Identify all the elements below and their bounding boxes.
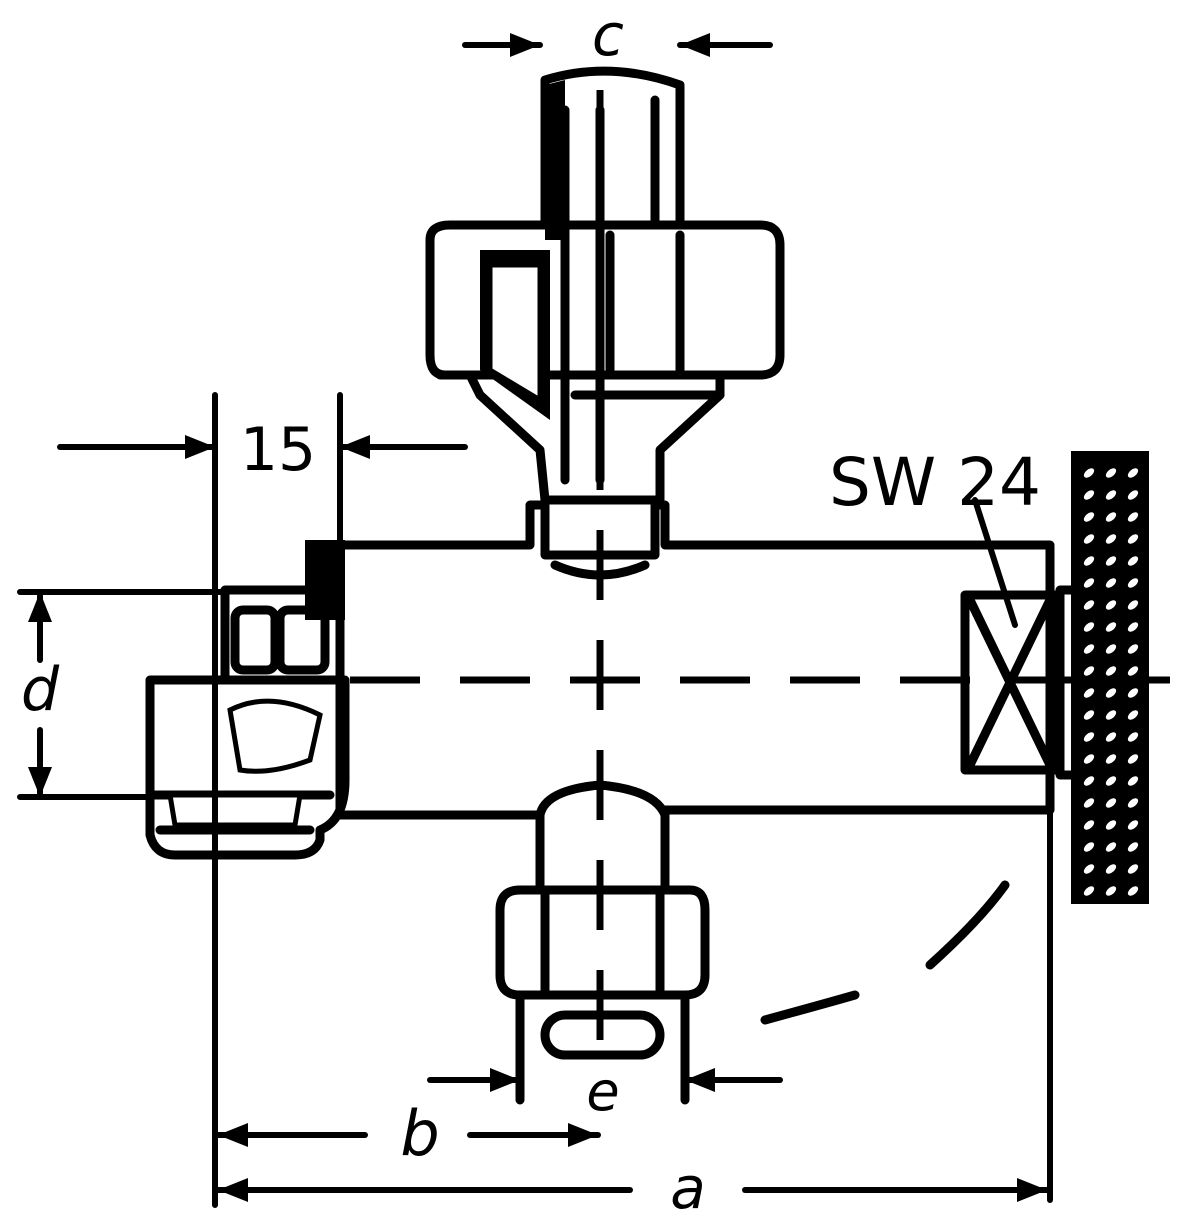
left-fitting [145, 585, 350, 860]
centre-lines [350, 90, 1170, 1050]
dimension-label-c: c [592, 1, 624, 69]
main-body [305, 500, 1055, 820]
dimension-label-15: 15 [240, 415, 316, 485]
dimension-lines [17, 33, 1053, 1208]
bottom-fitting [495, 780, 710, 1105]
dimension-label-d: d [21, 655, 60, 725]
dimension-label-sw-24: SW 24 [829, 444, 1041, 521]
top-fitting [425, 66, 785, 505]
dimension-label-b: b [400, 1097, 439, 1170]
labels: c 15 SW 24 d e b a [21, 1, 1041, 1221]
dimension-label-a: a [670, 1154, 706, 1221]
dimension-label-e: e [586, 1060, 619, 1123]
